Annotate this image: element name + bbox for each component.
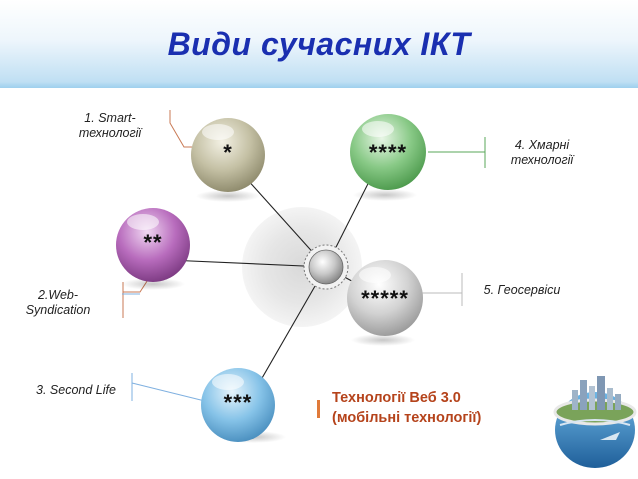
callout-1 (169, 110, 195, 148)
node-label-4-line-1: 4. Хмарні (514, 138, 570, 152)
node-label-1: 1. Smart- технології (62, 111, 158, 141)
note-line-1: Технології Веб 3.0 (332, 390, 461, 406)
node-label-1-line-1: 1. Smart- (84, 111, 136, 125)
hub-halo (242, 207, 362, 327)
node-label-3-line-1: 3. Second Life (36, 383, 116, 397)
node-label-5-line-1: 5. Геосервіси (483, 283, 561, 297)
node-label-3: 3. Second Life (26, 383, 126, 398)
node-stars-3: *** (223, 390, 253, 415)
callouts (122, 110, 486, 406)
hub-ball (308, 249, 344, 285)
node-stars-2: ** (143, 230, 163, 255)
page-title: Види сучасних ІКТ (167, 26, 471, 62)
node-stars-4: **** (368, 140, 408, 165)
spoke-3 (253, 266, 327, 393)
node-label-4: 4. Хмарні технології (494, 138, 590, 168)
globe-city-icon (553, 376, 637, 468)
node-label-1-line-2: технології (78, 126, 142, 140)
node-label-5: 5. Геосервіси (470, 283, 574, 298)
header-band (0, 0, 638, 88)
node-label-2-line-1: 2.Web- (37, 288, 79, 302)
node-label-2-line-2: Syndication (25, 303, 91, 317)
node-stars-1: * (223, 140, 233, 165)
node-label-2: 2.Web- Syndication (10, 288, 106, 318)
note-accent-bar (317, 400, 320, 418)
note-line-2: (мобільні технології) (332, 410, 482, 426)
node-stars-5: ***** (361, 286, 409, 311)
spoke-2 (167, 259, 327, 268)
note-text: Технології Веб 3.0 (мобільні технології) (332, 388, 481, 428)
node-label-4-line-2: технології (510, 153, 574, 167)
